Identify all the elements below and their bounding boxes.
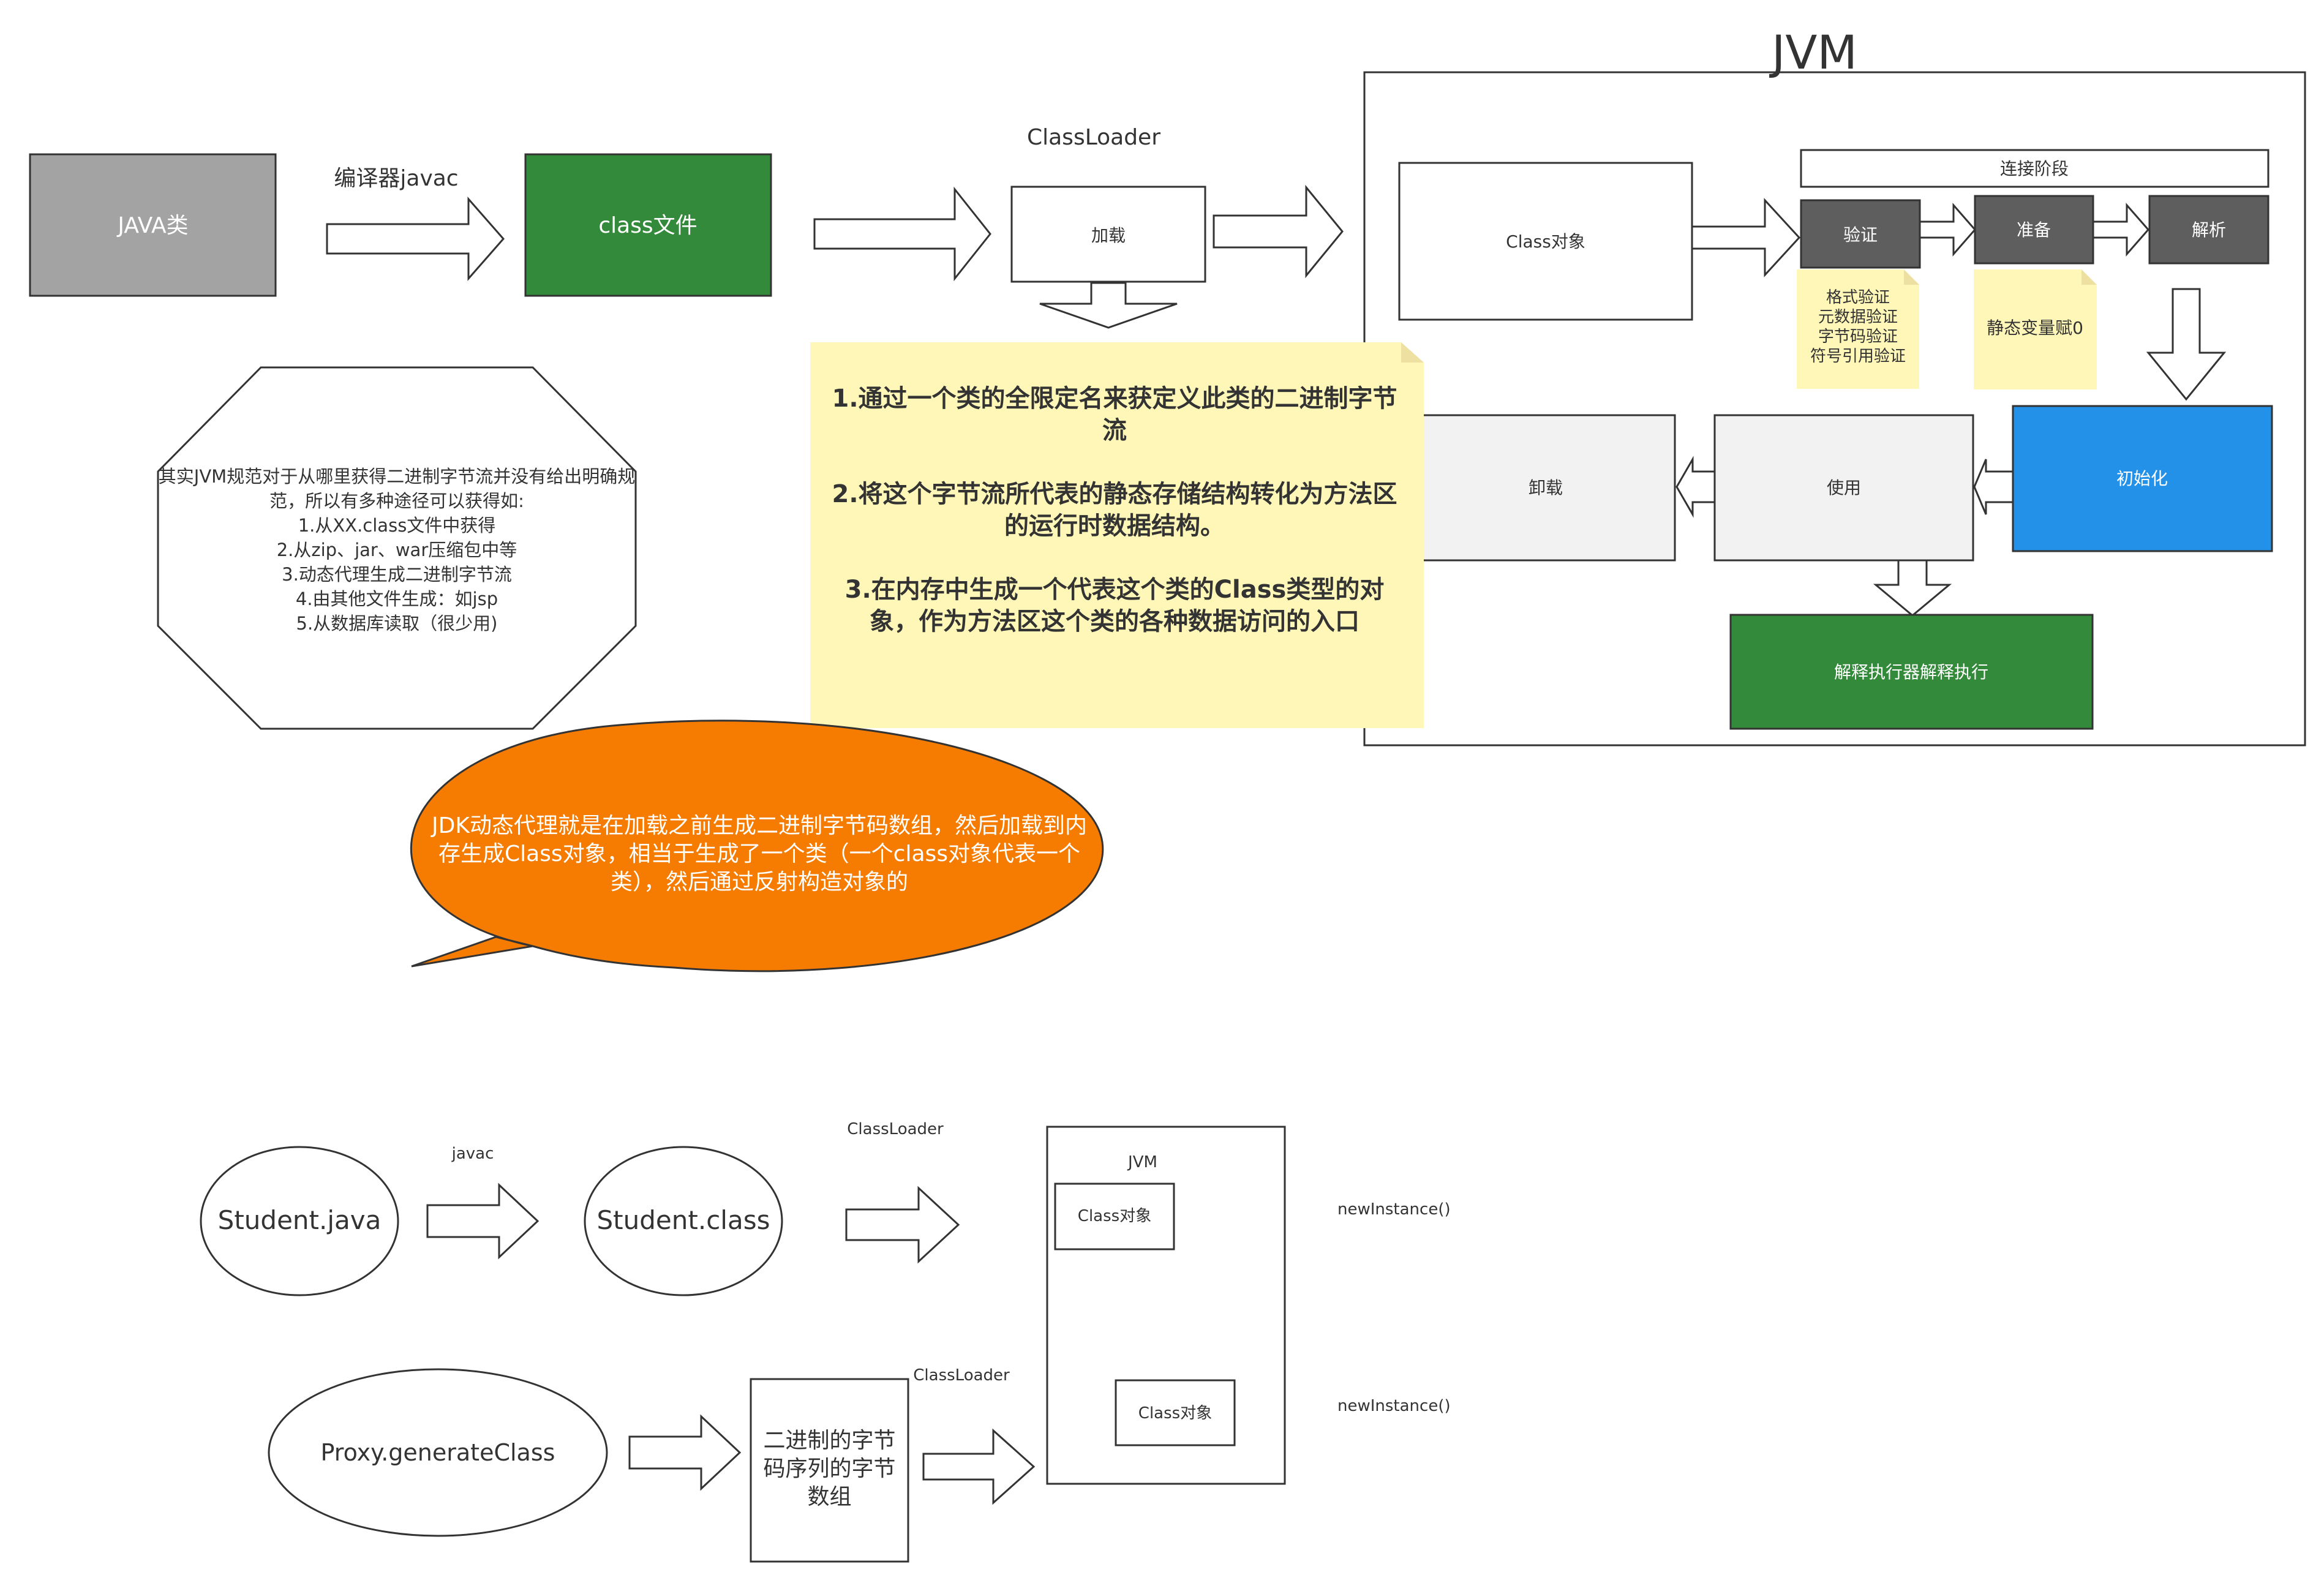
arrow-to-jvm bbox=[1213, 184, 1344, 279]
verify-node[interactable]: 验证 bbox=[1800, 199, 1921, 269]
byte-array-text: 二进制的字节码序列的字节数组 bbox=[763, 1428, 896, 1510]
arrow-init-use-shape bbox=[1973, 459, 2014, 515]
arrow-use-unload bbox=[1675, 456, 1716, 518]
speech-bubble bbox=[410, 720, 1104, 972]
svg-text:静态变量赋0: 静态变量赋0 bbox=[1987, 318, 2083, 338]
init-node[interactable]: 初始化 bbox=[2012, 405, 2273, 552]
new-instance-2: newInstance() bbox=[1337, 1397, 1451, 1415]
arrow-to-verify bbox=[1691, 198, 1801, 277]
arrow-proxy-bytes bbox=[628, 1414, 742, 1491]
new-instance-1: newInstance() bbox=[1337, 1200, 1451, 1219]
verify-note bbox=[1797, 269, 1919, 389]
load-steps-note-text: 1.通过一个类的全限定名来获定义此类的二进制字节流 2.将这个字节流所代表的静态… bbox=[832, 385, 1397, 636]
student-java-node[interactable]: Student.java bbox=[200, 1146, 399, 1296]
classloader-label: ClassLoader bbox=[1027, 125, 1160, 150]
svg-text:Class对象: Class对象 bbox=[1138, 1404, 1212, 1423]
jvm-title: JVM bbox=[1769, 25, 1857, 80]
class-object-2[interactable]: Class对象 bbox=[1115, 1379, 1236, 1446]
compiler-label: 编译器javac bbox=[334, 166, 458, 191]
svg-text:Class对象: Class对象 bbox=[1078, 1207, 1151, 1225]
svg-text:使用: 使用 bbox=[1827, 478, 1861, 498]
octagon-text: 其实JVM规范对于从哪里获得二进制字节流并没有给出明确规范，所以有多种途径可以获… bbox=[158, 466, 636, 634]
javac-label: javac bbox=[451, 1145, 494, 1163]
unload-node[interactable]: 卸载 bbox=[1415, 414, 1676, 562]
resolve-node[interactable]: 解析 bbox=[2148, 195, 2269, 265]
use-node[interactable]: 使用 bbox=[1713, 414, 1974, 562]
class-object-node[interactable]: Class对象 bbox=[1398, 162, 1693, 321]
svg-text:初始化: 初始化 bbox=[2116, 468, 2168, 489]
svg-text:加载: 加载 bbox=[1091, 225, 1126, 246]
arrow-resolve-init bbox=[2146, 288, 2227, 401]
svg-text:Class对象: Class对象 bbox=[1506, 231, 1585, 252]
svg-text:验证: 验证 bbox=[1843, 225, 1878, 245]
svg-text:JAVA类: JAVA类 bbox=[116, 213, 188, 238]
arrow-classloader-1 bbox=[845, 1186, 960, 1264]
proxy-generate-node[interactable]: Proxy.generateClass bbox=[268, 1368, 608, 1537]
interpret-node[interactable]: 解释执行器解释执行 bbox=[1729, 614, 2094, 730]
svg-text:Proxy.generateClass: Proxy.generateClass bbox=[321, 1439, 555, 1466]
load-steps-note bbox=[810, 342, 1424, 728]
jvm-spec-octagon bbox=[157, 366, 637, 730]
classloader-label-1: ClassLoader bbox=[847, 1120, 944, 1138]
svg-text:Student.java: Student.java bbox=[218, 1205, 382, 1235]
svg-text:解析: 解析 bbox=[2192, 220, 2226, 240]
arrow-classloader-2 bbox=[922, 1428, 1036, 1505]
load-node[interactable]: 加载 bbox=[1010, 186, 1206, 283]
arrow-prepare-resolve bbox=[2092, 203, 2149, 257]
byte-array-node[interactable] bbox=[750, 1378, 909, 1563]
arrow-verify-prepare bbox=[1919, 203, 1976, 257]
speech-bubble-text: JDK动态代理就是在加载之前生成二进制字节码数组，然后加载到内存生成Class对… bbox=[432, 813, 1087, 895]
svg-text:class文件: class文件 bbox=[598, 213, 697, 238]
linking-stage-bar: 连接阶段 bbox=[1800, 149, 2269, 188]
svg-text:连接阶段: 连接阶段 bbox=[2000, 159, 2069, 179]
arrow-load-down bbox=[1039, 282, 1178, 329]
classloader-label-2: ClassLoader bbox=[913, 1366, 1010, 1385]
class-file-node[interactable]: class文件 bbox=[524, 153, 772, 297]
svg-text:卸载: 卸载 bbox=[1529, 478, 1563, 498]
arrow-use-interpret bbox=[1873, 559, 1952, 617]
student-class-node[interactable]: Student.class bbox=[584, 1146, 783, 1296]
arrow-compile bbox=[326, 197, 505, 281]
svg-text:Student.class: Student.class bbox=[597, 1205, 770, 1235]
svg-text:JVM: JVM bbox=[1127, 1153, 1157, 1171]
class-object-1[interactable]: Class对象 bbox=[1054, 1183, 1175, 1250]
svg-text:解释执行器解释执行: 解释执行器解释执行 bbox=[1834, 662, 1988, 682]
prepare-note: 静态变量赋0 bbox=[1974, 269, 2097, 389]
verify-note-text: 格式验证 元数据验证 字节码验证 符号引用验证 bbox=[1810, 288, 1906, 366]
java-class-node[interactable]: JAVA类 bbox=[29, 153, 277, 297]
arrow-javac bbox=[426, 1183, 540, 1260]
arrow-to-loader bbox=[813, 186, 991, 282]
prepare-node[interactable]: 准备 bbox=[1974, 195, 2094, 265]
svg-text:准备: 准备 bbox=[2017, 220, 2051, 240]
